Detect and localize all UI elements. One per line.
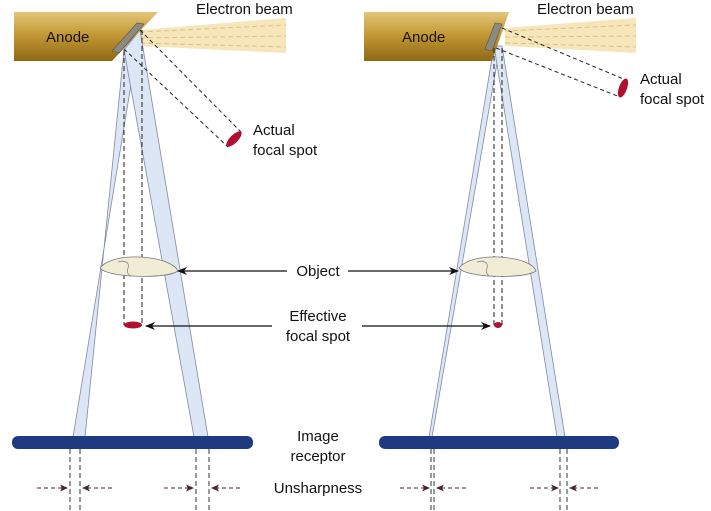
effective-focal-spot-right [494, 322, 502, 328]
actual-focal-spot-label-right-2: focal spot [640, 91, 705, 108]
target-surface-left [111, 22, 145, 54]
electron-beam-right [504, 18, 637, 53]
object-right [458, 256, 537, 277]
effective-spot-projection-left [123, 30, 143, 325]
effective-spot-projection-right [493, 48, 503, 325]
unsharpness-lines-right [430, 449, 568, 511]
image-receptor-left [12, 436, 253, 449]
actual-focal-spot-label-left-1: Actual [253, 122, 295, 139]
actual-focal-spot-label-left-2: focal spot [253, 142, 318, 159]
actual-focal-spot-left [226, 131, 242, 147]
effective-focal-spot-label-1: Effective [289, 308, 346, 325]
object-label: Object [296, 263, 340, 280]
electron-beam-left [139, 18, 287, 53]
electron-beam-label-right: Electron beam [537, 1, 634, 18]
xray-beams-left [72, 28, 209, 438]
xray-beams-right [428, 45, 566, 438]
image-receptor-right [379, 436, 619, 449]
electron-beam-label-left: Electron beam [196, 1, 293, 18]
actual-spot-projection-left [123, 29, 242, 148]
anode-label-right: Anode [402, 29, 445, 46]
image-receptor-label-1: Image [297, 428, 339, 445]
anode-label-left: Anode [46, 29, 89, 46]
actual-spot-projection-right [495, 27, 627, 98]
actual-focal-spot-label-right-1: Actual [640, 71, 682, 88]
unsharpness-label: Unsharpness [274, 480, 362, 497]
image-receptor-label-2: receptor [290, 448, 345, 465]
anode-right: Anode [364, 12, 509, 61]
unsharpness-lines-left [69, 449, 210, 511]
actual-focal-spot-right [617, 78, 629, 98]
effective-focal-spot-left [124, 321, 142, 329]
effective-focal-spot-label-2: focal spot [286, 328, 351, 345]
target-surface-right [484, 22, 503, 52]
left-panel: Anode [12, 12, 287, 511]
right-panel: Anode [364, 12, 637, 511]
